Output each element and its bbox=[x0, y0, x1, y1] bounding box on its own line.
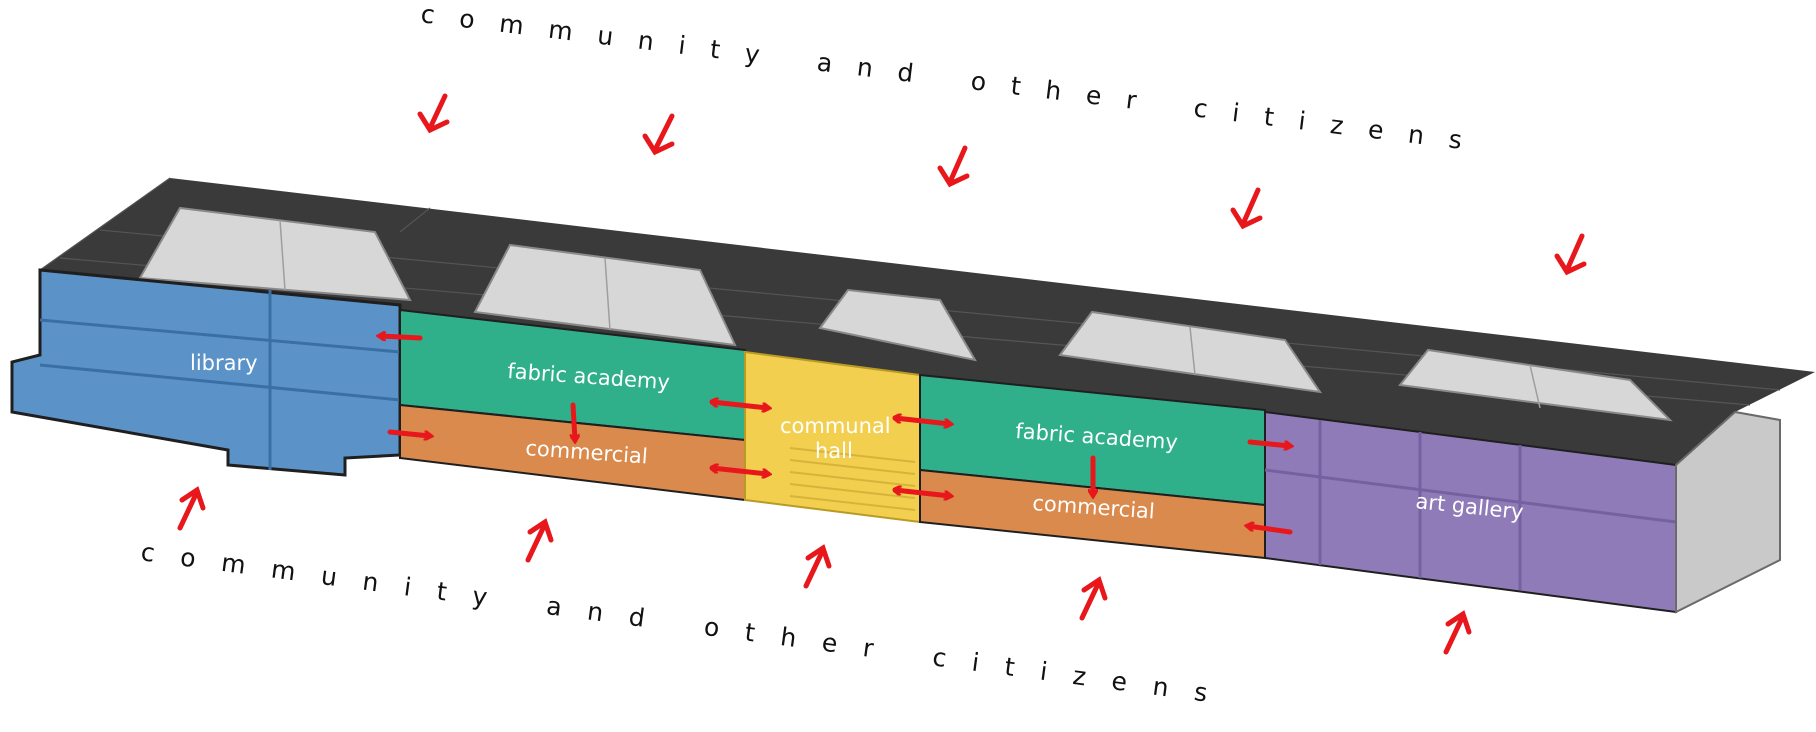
label-communal-hall-line1: communal bbox=[780, 414, 891, 438]
arrow-bottom-3-head bbox=[805, 544, 832, 569]
arrow-to-art-gallery bbox=[1247, 439, 1290, 446]
library-floor-lines bbox=[39, 290, 401, 470]
arrow-bottom-1 bbox=[177, 489, 200, 531]
arrow-top-3 bbox=[947, 145, 968, 185]
arrows-incoming-bottom bbox=[177, 486, 1472, 655]
arrow-bottom-3 bbox=[803, 547, 826, 589]
arrow-top-3-head bbox=[937, 165, 970, 188]
arrow-bottom-4-head bbox=[1081, 576, 1108, 601]
arrow-hall-fabric2 bbox=[895, 418, 950, 424]
skylights bbox=[138, 206, 1673, 422]
caption-top: community and other citizens bbox=[419, 0, 1488, 158]
arrow-bottom-5 bbox=[1443, 613, 1466, 655]
label-library: library bbox=[190, 351, 258, 375]
skylight-ribs bbox=[279, 219, 1541, 409]
arrow-top-2-head bbox=[642, 133, 675, 156]
arrow-top-4-head bbox=[1230, 207, 1263, 230]
arrow-to-commercial-1-left bbox=[387, 429, 430, 436]
art-gallery-structure bbox=[1264, 420, 1677, 590]
arrow-bottom-1-head bbox=[179, 486, 206, 511]
arrow-bottom-2-head bbox=[527, 518, 554, 543]
arrow-hall-commercial2 bbox=[895, 490, 950, 496]
arrow-top-1 bbox=[427, 93, 448, 131]
arrow-top-4 bbox=[1240, 187, 1261, 227]
arrows-incoming-top bbox=[417, 93, 1587, 276]
arrow-top-5-head bbox=[1554, 253, 1587, 276]
arrow-from-art-gallery bbox=[1248, 526, 1293, 535]
caption-bottom: community and other citizens bbox=[139, 537, 1235, 711]
arrow-bottom-5-head bbox=[1445, 610, 1472, 635]
arrow-to-library bbox=[380, 336, 423, 338]
arrow-commercial1-hall bbox=[712, 468, 768, 474]
arrow-bottom-4 bbox=[1079, 579, 1102, 621]
arrow-top-5 bbox=[1564, 233, 1585, 273]
building-end-facade bbox=[1675, 410, 1781, 614]
label-communal-hall-line2: hall bbox=[815, 439, 853, 463]
arrow-fabric-to-commercial-1 bbox=[573, 402, 575, 440]
arrows-internal bbox=[380, 336, 1293, 535]
arrow-top-1-head bbox=[417, 111, 450, 134]
arrow-top-2 bbox=[652, 113, 675, 153]
arrow-fabric1-hall bbox=[712, 402, 768, 408]
arrow-bottom-2 bbox=[525, 521, 548, 563]
